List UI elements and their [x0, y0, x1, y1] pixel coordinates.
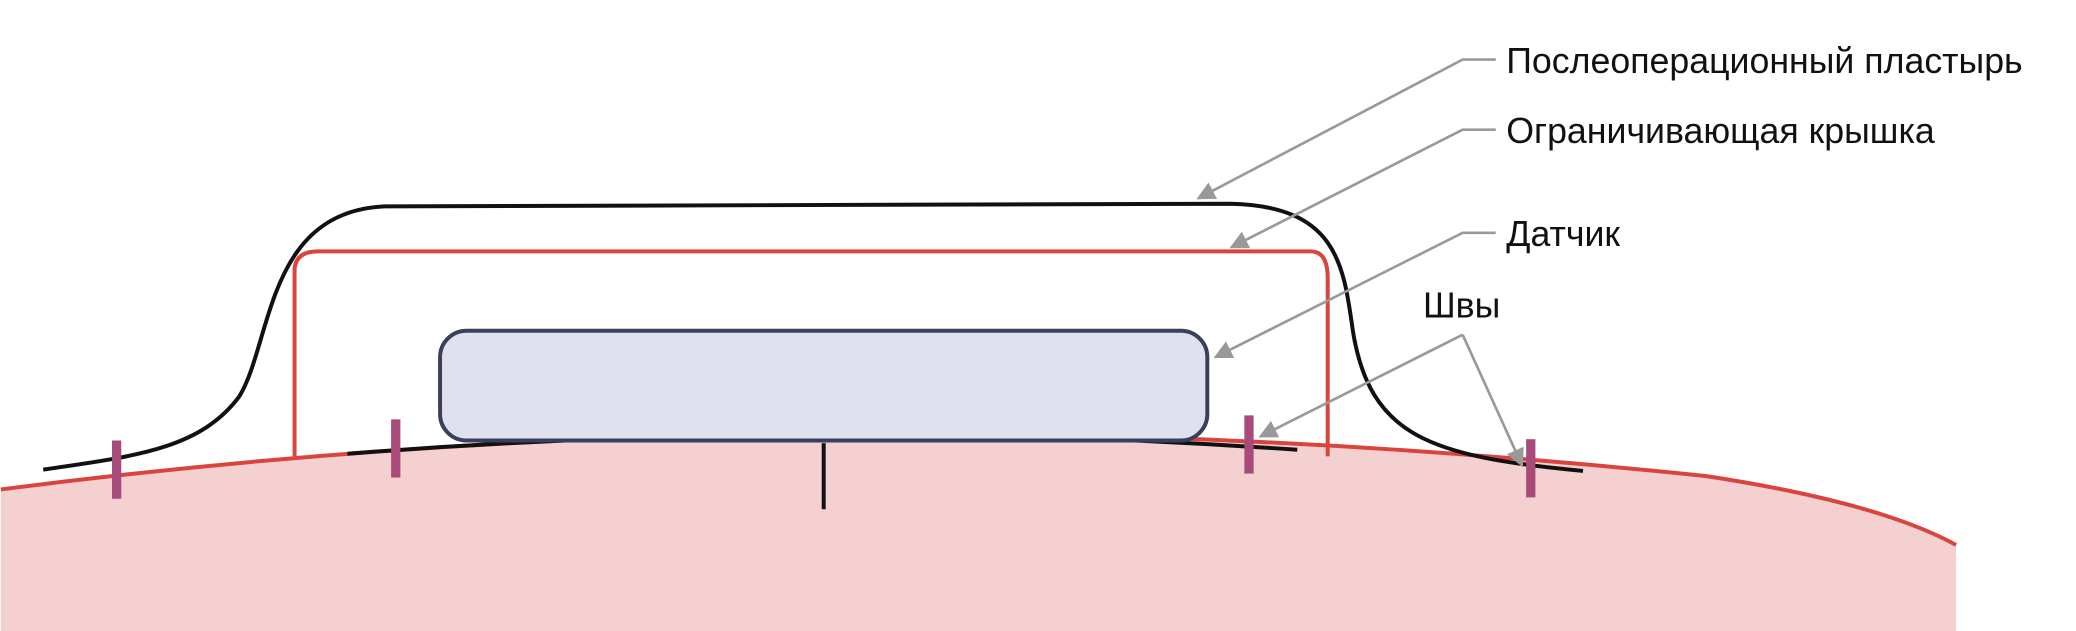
postoperative-patch — [42, 201, 1584, 473]
suture-2 — [391, 419, 401, 478]
suture-3 — [1244, 415, 1254, 474]
leader-sensor — [1213, 231, 1496, 359]
label-sutures: Швы — [1423, 285, 1500, 325]
leader-cap — [1229, 128, 1496, 249]
leader-lines — [1196, 58, 1524, 468]
leader-suture-b — [1461, 334, 1524, 468]
label-cap: Ограничивающая крышка — [1506, 111, 1935, 151]
skin-tissue — [0, 433, 1957, 631]
sensor — [438, 328, 1210, 443]
leader-patch — [1196, 58, 1496, 200]
leader-suture-a — [1258, 333, 1464, 438]
suture-1 — [112, 440, 122, 499]
label-sensor: Датчик — [1506, 214, 1620, 254]
suture-4 — [1526, 439, 1536, 498]
label-patch: Послеоперационный пластырь — [1506, 41, 2022, 81]
restraining-cap — [292, 249, 1330, 457]
